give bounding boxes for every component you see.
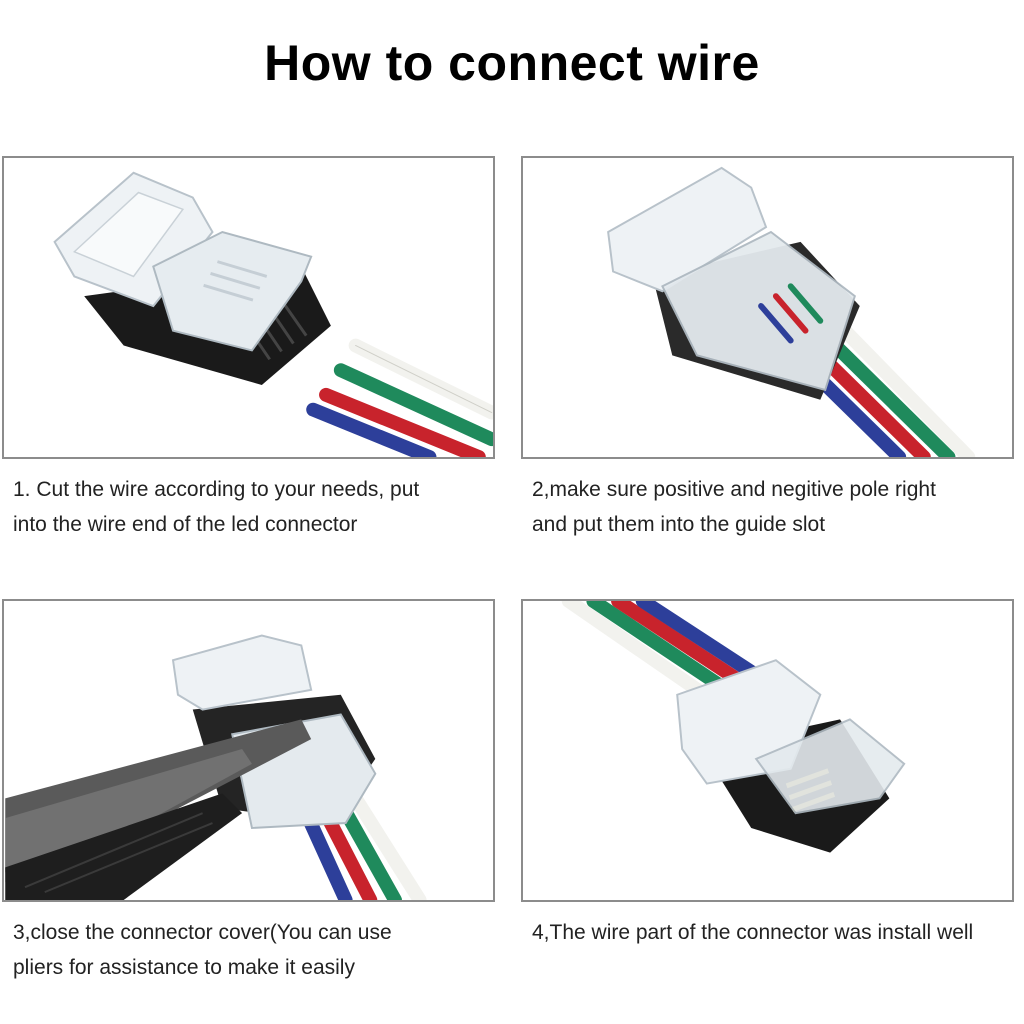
connector-open-with-wires-illustration	[53, 171, 493, 457]
step-3-caption: 3,close the connector cover(You can use …	[13, 915, 392, 985]
step-2-caption-line-1: 2,make sure positive and negitive pole r…	[532, 478, 936, 501]
step-4-photo	[521, 599, 1014, 902]
step-1-caption: 1. Cut the wire according to your needs,…	[13, 472, 419, 542]
step-1-caption-line-1: 1. Cut the wire according to your needs,…	[13, 478, 420, 501]
step-2-photo	[521, 156, 1014, 459]
step-4-caption-line-1: 4,The wire part of the connector was ins…	[532, 921, 974, 944]
step-1-photo	[2, 156, 495, 459]
wires-in-guide-slot-illustration	[607, 166, 976, 457]
step-3-caption-line-2: pliers for assistance to make it easily	[13, 956, 355, 979]
step-3-caption-line-1: 3,close the connector cover(You can use	[13, 921, 392, 944]
pliers-closing-connector-illustration	[5, 634, 427, 900]
step-1-caption-line-2: into the wire end of the led connector	[13, 513, 358, 536]
step-3-photo	[2, 599, 495, 902]
page-title: How to connect wire	[264, 35, 760, 91]
installed-connector-illustration	[561, 601, 906, 853]
step-2-caption: 2,make sure positive and negitive pole r…	[532, 472, 936, 542]
step-4-caption: 4,The wire part of the connector was ins…	[532, 915, 973, 950]
step-2-caption-line-2: and put them into the guide slot	[532, 513, 826, 536]
